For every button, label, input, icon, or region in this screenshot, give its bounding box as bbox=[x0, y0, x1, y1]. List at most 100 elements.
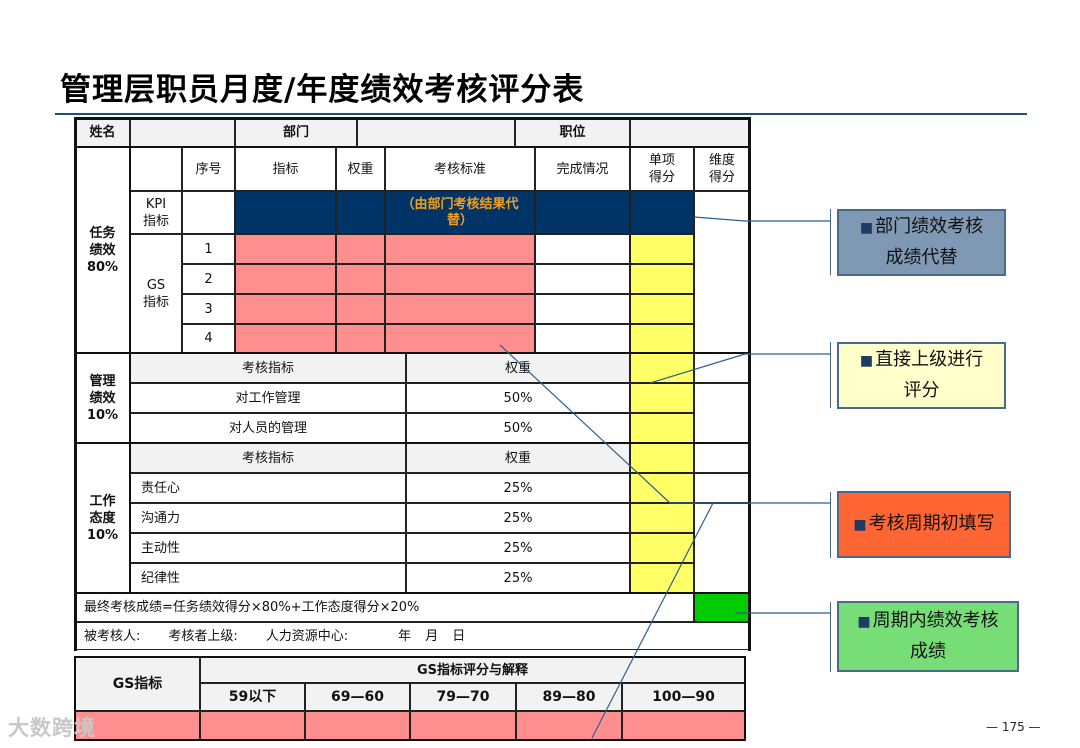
gs-table-value-cell[interactable] bbox=[305, 711, 410, 740]
gs-indicator-cell[interactable] bbox=[235, 294, 336, 324]
gs-completion-cell[interactable] bbox=[535, 294, 630, 324]
attitude-score-cell[interactable] bbox=[630, 473, 694, 503]
gs-label: GS指标 bbox=[130, 234, 182, 353]
table-border-header bbox=[74, 146, 751, 148]
dept-label: 部门 bbox=[235, 118, 357, 147]
gs-criteria-cell[interactable] bbox=[385, 324, 535, 353]
kpi-item-score-cell[interactable] bbox=[630, 191, 694, 234]
callout-bracket bbox=[830, 342, 831, 408]
callout-cycle-result: ■周期内绩效考核 成绩 bbox=[837, 601, 1019, 672]
title-rule bbox=[55, 113, 1027, 115]
gs-seq: 1 bbox=[182, 234, 235, 264]
gs-range-header: 59以下 bbox=[200, 683, 305, 711]
attitude-score-cell[interactable] bbox=[630, 533, 694, 563]
kpi-indicator-cell[interactable] bbox=[235, 191, 336, 234]
attitude-indicator: 责任心 bbox=[130, 473, 406, 503]
col-completion-header: 完成情况 bbox=[535, 147, 630, 191]
callout-text: 成绩 bbox=[910, 641, 946, 662]
mgmt-label-line1: 管理 bbox=[89, 373, 116, 389]
callout-text: 周期内绩效考核 bbox=[872, 610, 999, 631]
attitude-dimension-cell[interactable] bbox=[694, 473, 750, 503]
gs-criteria-cell[interactable] bbox=[385, 264, 535, 294]
mgmt-indicator: 对人员的管理 bbox=[130, 413, 406, 443]
callout-text: 成绩代替 bbox=[885, 247, 958, 268]
attitude-indicator: 沟通力 bbox=[130, 503, 406, 533]
col-dimension-score-header: 维度得分 bbox=[694, 147, 750, 191]
attitude-score-cell[interactable] bbox=[630, 563, 694, 593]
table-border-task bbox=[74, 352, 751, 354]
gs-item-score-cell[interactable] bbox=[630, 264, 694, 294]
callout-bracket bbox=[830, 209, 831, 275]
table-border-left bbox=[74, 117, 77, 651]
table-border-mgmt bbox=[74, 442, 751, 444]
signature-row: 被考核人: 考核者上级: 人力资源中心: 年 月 日 bbox=[75, 622, 750, 650]
gs-item-score-cell[interactable] bbox=[630, 324, 694, 353]
bullet-square-icon: ■ bbox=[853, 517, 867, 533]
gs-criteria-cell[interactable] bbox=[385, 234, 535, 264]
hr-label: 人力资源中心: bbox=[265, 628, 349, 644]
gs-item-score-cell[interactable] bbox=[630, 294, 694, 324]
gs-weight-cell[interactable] bbox=[336, 294, 385, 324]
name-field[interactable] bbox=[130, 118, 235, 147]
kpi-seq bbox=[182, 191, 235, 234]
bullet-square-icon: ■ bbox=[857, 614, 871, 630]
task-label-line1: 任务 bbox=[89, 225, 116, 241]
attitude-score-cell[interactable] bbox=[630, 443, 694, 473]
name-label: 姓名 bbox=[75, 118, 130, 147]
page-number: — 175 — bbox=[986, 720, 1041, 734]
callout-text: 部门绩效考核 bbox=[875, 216, 984, 237]
gs-table-value-cell[interactable] bbox=[200, 711, 305, 740]
gs-completion-cell[interactable] bbox=[535, 324, 630, 353]
col-criteria-header: 考核标准 bbox=[385, 147, 535, 191]
gs-weight-cell[interactable] bbox=[336, 234, 385, 264]
mgmt-dimension-cell[interactable] bbox=[694, 353, 750, 383]
bullet-square-icon: ■ bbox=[859, 353, 874, 369]
gs-indicator-cell[interactable] bbox=[235, 324, 336, 353]
position-label: 职位 bbox=[515, 118, 630, 147]
attitude-weight: 25% bbox=[406, 503, 630, 533]
gs-item-score-cell[interactable] bbox=[630, 234, 694, 264]
attitude-dimension-cell[interactable] bbox=[694, 443, 750, 473]
mgmt-indicator: 对工作管理 bbox=[130, 383, 406, 413]
mgmt-score-cell[interactable] bbox=[630, 353, 694, 383]
gs-table-value-cell[interactable] bbox=[410, 711, 516, 740]
gs-weight-cell[interactable] bbox=[336, 324, 385, 353]
year-label: 年 bbox=[398, 628, 412, 644]
callout-text: 评分 bbox=[903, 380, 940, 401]
dept-field[interactable] bbox=[357, 118, 515, 147]
final-formula: 最终考核成绩=任务绩效得分×80%+工作态度得分×20% bbox=[75, 593, 694, 622]
gs-range-header: 79—70 bbox=[410, 683, 516, 711]
kpi-note: （由部门考核结果代替） bbox=[401, 196, 519, 228]
task-section-label: 任务 绩效 80% bbox=[75, 147, 130, 353]
gs-completion-cell[interactable] bbox=[535, 234, 630, 264]
gs-completion-cell[interactable] bbox=[535, 264, 630, 294]
task-label-line2: 绩效 bbox=[89, 242, 116, 258]
attitude-indicator: 主动性 bbox=[130, 533, 406, 563]
gs-indicator-cell[interactable] bbox=[235, 234, 336, 264]
gs-indicator-cell[interactable] bbox=[235, 264, 336, 294]
mgmt-score-cell[interactable] bbox=[630, 383, 694, 413]
gs-seq: 2 bbox=[182, 264, 235, 294]
col-indicator-header: 指标 bbox=[235, 147, 336, 191]
attitude-indicator-header: 考核指标 bbox=[130, 443, 406, 473]
kpi-completion-cell[interactable] bbox=[535, 191, 630, 234]
attitude-label-line3: 10% bbox=[86, 527, 119, 543]
attitude-dimension-cell[interactable] bbox=[694, 503, 750, 593]
attitude-score-cell[interactable] bbox=[630, 503, 694, 533]
mgmt-label-line2: 绩效 bbox=[89, 390, 116, 406]
kpi-weight-cell[interactable] bbox=[336, 191, 385, 234]
month-label: 月 bbox=[425, 628, 439, 644]
mgmt-score-cell[interactable] bbox=[630, 413, 694, 443]
assessee-label: 被考核人: bbox=[84, 628, 141, 644]
mgmt-dimension-cell[interactable] bbox=[694, 383, 750, 443]
task-label-line3: 80% bbox=[86, 259, 119, 275]
gs-criteria-cell[interactable] bbox=[385, 294, 535, 324]
gs-weight-cell[interactable] bbox=[336, 264, 385, 294]
position-field[interactable] bbox=[630, 118, 750, 147]
task-dimension-score-cell[interactable] bbox=[694, 191, 750, 353]
callout-text: 直接上级进行 bbox=[875, 349, 984, 370]
mgmt-weight-header: 权重 bbox=[406, 353, 630, 383]
page-title: 管理层职员月度/年度绩效考核评分表 bbox=[60, 72, 585, 108]
attitude-weight: 25% bbox=[406, 563, 630, 593]
final-score-cell[interactable] bbox=[694, 593, 750, 622]
